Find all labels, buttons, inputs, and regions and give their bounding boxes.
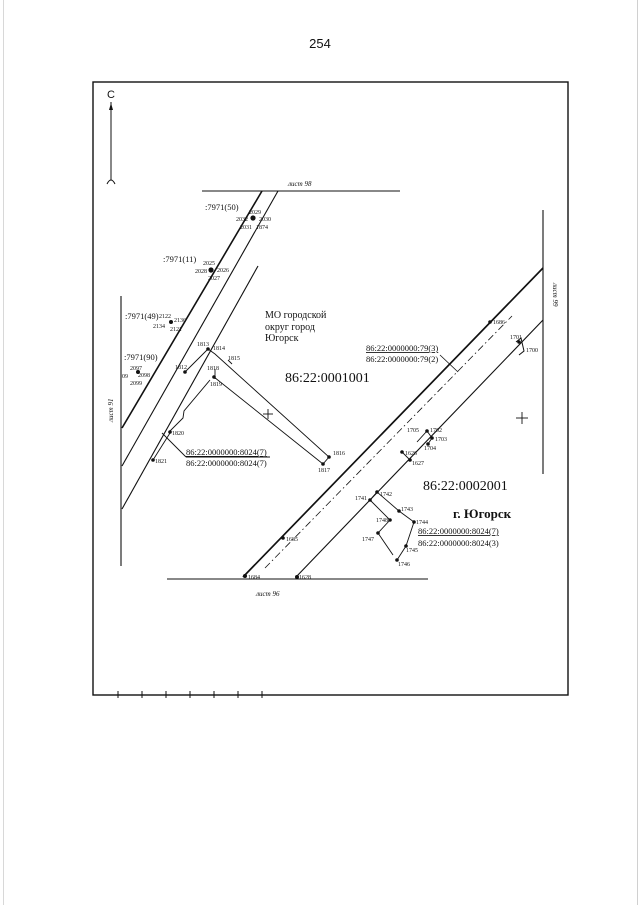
point-label: 1686 bbox=[493, 320, 505, 326]
point-label: 1819 bbox=[210, 382, 222, 388]
point-label: 1700 bbox=[526, 348, 538, 354]
point-label: 1818 bbox=[207, 366, 219, 372]
municipality-line-1: МО городской bbox=[265, 310, 327, 321]
parcel-1701-contour bbox=[515, 337, 525, 356]
boundary-points bbox=[136, 215, 521, 579]
municipality-line-3: Югорск bbox=[265, 333, 299, 344]
parcel-1820-contour bbox=[152, 379, 270, 461]
point-label: 1821 bbox=[155, 459, 167, 465]
parcel-label-79-3: 86:22:0000000:79(3) bbox=[366, 343, 438, 353]
point-labels: 2029 2032 2030 2031 1874 2025 2028 2026 … bbox=[122, 210, 538, 581]
point-label: 1627 bbox=[412, 461, 424, 467]
scan-edge-right bbox=[637, 0, 638, 905]
parcel-1705-contour bbox=[401, 430, 433, 461]
parcel-label-7971-90: :7971(90) bbox=[124, 352, 158, 362]
point-label: 1628 bbox=[299, 575, 311, 581]
point-label: 2097 bbox=[130, 366, 142, 372]
point-label: 1816 bbox=[333, 451, 345, 457]
point-label: 1744 bbox=[416, 520, 428, 526]
point-label: 2027 bbox=[208, 276, 220, 282]
sheet-label-top: лист 98 bbox=[287, 180, 312, 188]
parcel-label-west-8024-7a: 86:22:0000000:8024(7) bbox=[186, 447, 267, 457]
point-label: 1812 bbox=[175, 365, 187, 371]
parcel-label-7971-11: :7971(11) bbox=[163, 254, 196, 264]
parcel-label-79-2: 86:22:0000000:79(2) bbox=[366, 354, 438, 364]
quarter-label-east: 86:22:0002001 bbox=[423, 479, 508, 494]
quarter-label-west: 86:22:0001001 bbox=[285, 371, 370, 386]
map-frame bbox=[92, 81, 569, 696]
point-label: 1815 bbox=[228, 356, 240, 362]
sheet-label-left: лист 91 bbox=[107, 399, 115, 423]
parcel-label-7971-49: :7971(49) bbox=[125, 311, 159, 321]
page-number: 254 bbox=[309, 36, 331, 51]
point-label: 1704 bbox=[424, 446, 436, 452]
point-label: 2122 bbox=[159, 314, 171, 320]
point-label: 1743 bbox=[401, 507, 413, 513]
point-label: 09 bbox=[122, 374, 128, 380]
point-label: 1813 bbox=[197, 342, 209, 348]
point-label: 2134 bbox=[153, 324, 165, 330]
sheet-label-bottom: лист 96 bbox=[255, 590, 280, 598]
point-label: 1748 bbox=[376, 518, 388, 524]
point-label: 2121 bbox=[170, 327, 182, 333]
scan-edge-left bbox=[3, 0, 4, 905]
municipality-line-2: округ город bbox=[265, 322, 315, 333]
parcel-label-7971-50: :7971(50) bbox=[205, 202, 239, 212]
point-label: 1820 bbox=[172, 431, 184, 437]
point-label: 1702 bbox=[430, 428, 442, 434]
crosshair-marks bbox=[263, 409, 528, 424]
parcel-label-east-8024-7: 86:22:0000000:8024(7) bbox=[418, 526, 499, 536]
point-label: 2028 bbox=[195, 269, 207, 275]
point-label: 2136 bbox=[174, 318, 186, 324]
point-label: 1626 bbox=[405, 451, 417, 457]
northwest-corridor bbox=[121, 190, 279, 510]
point-label: 2030 bbox=[259, 217, 271, 223]
point-label: 1685 bbox=[286, 537, 298, 543]
point-label: 1747 bbox=[362, 537, 374, 543]
point-label: 2031 bbox=[240, 225, 252, 231]
frame-bottom-ticks bbox=[117, 691, 263, 698]
point-label: 1705 bbox=[407, 428, 419, 434]
point-label: 1741 bbox=[355, 496, 367, 502]
parcel-label-east-8024-3: 86:22:0000000:8024(3) bbox=[418, 538, 499, 548]
point-label: 1817 bbox=[318, 468, 330, 474]
point-label: 2025 bbox=[203, 261, 215, 267]
parcel-label-west-8024-7b: 86:22:0000000:8024(7) bbox=[186, 458, 267, 468]
point-label: 1684 bbox=[248, 575, 260, 581]
north-label: С bbox=[107, 89, 115, 101]
point-label: 2099 bbox=[130, 381, 142, 387]
north-arrow: С bbox=[106, 89, 116, 185]
sheet-label-right: лист 99 bbox=[551, 282, 559, 307]
point-label: 1814 bbox=[213, 346, 225, 352]
point-label: 2026 bbox=[217, 268, 229, 274]
point-label: 1745 bbox=[406, 548, 418, 554]
point-label: 2029 bbox=[249, 210, 261, 216]
point-label: 2098 bbox=[138, 373, 150, 379]
point-label: 1703 bbox=[435, 437, 447, 443]
point-label: 1746 bbox=[398, 562, 410, 568]
point-label: 1742 bbox=[380, 492, 392, 498]
point-label: 1874 bbox=[256, 225, 268, 231]
point-label: 1701 bbox=[510, 335, 522, 341]
city-label: г. Югорск bbox=[453, 506, 512, 521]
point-label: 2032 bbox=[236, 217, 248, 223]
southeast-corridor bbox=[242, 267, 544, 578]
